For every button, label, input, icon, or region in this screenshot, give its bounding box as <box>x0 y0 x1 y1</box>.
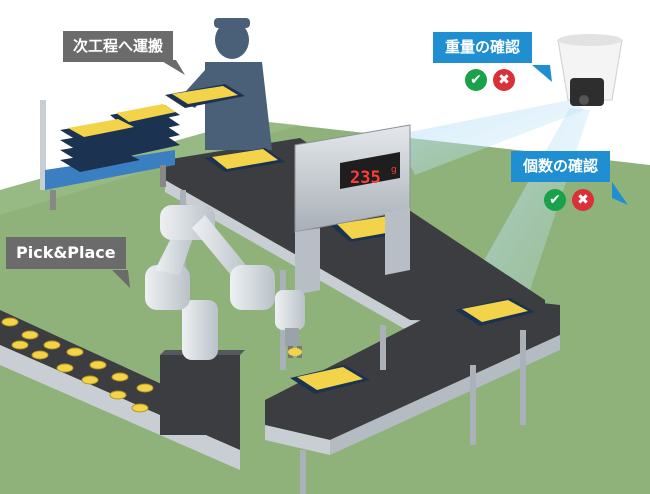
count-callout-tail <box>612 182 628 205</box>
worker-silhouette <box>178 18 272 150</box>
weight-callout-tail <box>532 65 552 82</box>
held-tray <box>165 84 245 108</box>
tray-on-lower-conveyor <box>290 365 370 394</box>
weight-ok-icon: ✔ <box>465 69 487 91</box>
scale-unit: g <box>391 165 397 175</box>
weight-check-beam <box>395 100 585 175</box>
transport-next-label: 次工程へ運搬 <box>63 31 174 62</box>
lower-conveyor <box>265 295 560 440</box>
pickplace-callout-tail <box>112 270 130 288</box>
inspection-camera <box>557 34 623 106</box>
weighing-gate <box>294 124 411 295</box>
count-check-label: 個数の確認 <box>511 151 611 182</box>
count-ok-icon: ✔ <box>544 189 566 211</box>
scale-reading: 235 <box>350 168 381 188</box>
weight-ng-icon: ✖ <box>493 69 515 91</box>
weight-check-label: 重量の確認 <box>433 32 533 63</box>
scale-display <box>340 152 400 189</box>
count-ng-icon: ✖ <box>572 189 594 211</box>
pick-place-label: Pick&Place <box>6 237 126 269</box>
transport-callout-tail <box>160 60 185 75</box>
robot-arm <box>145 205 305 435</box>
tray-cart <box>40 100 180 210</box>
